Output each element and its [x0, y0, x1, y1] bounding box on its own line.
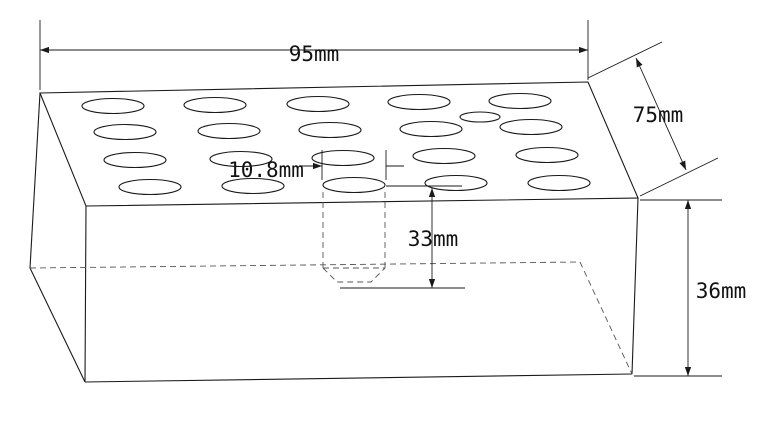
- hole: [118, 178, 182, 196]
- label-width: 95mm: [289, 42, 340, 66]
- left-vertical-edge: [29, 92, 41, 269]
- label-hole-depth: 33mm: [408, 227, 459, 251]
- extension-line: [587, 41, 663, 79]
- small-hole: [459, 111, 501, 123]
- dim-height: [634, 199, 722, 377]
- label-height: 36mm: [696, 279, 747, 303]
- hole: [387, 93, 451, 111]
- hole: [103, 151, 167, 169]
- dim-hole-depth: [340, 185, 465, 289]
- front-left-vertical-edge: [84, 205, 87, 383]
- label-hole-diameter: 10.8mm: [228, 158, 304, 182]
- dim-depth: [587, 41, 719, 197]
- rack-block: [29, 81, 639, 383]
- hole: [322, 176, 386, 194]
- left-bottom-edge: [29, 267, 86, 383]
- front-right-vertical-edge: [631, 197, 639, 375]
- hole: [399, 120, 463, 138]
- hole: [515, 146, 579, 164]
- hole: [209, 150, 273, 168]
- front-bottom-edge: [84, 373, 633, 383]
- hole: [286, 95, 350, 113]
- hole-section-hidden: [322, 192, 386, 283]
- hole: [93, 123, 157, 141]
- dim-hole-diameter: [300, 150, 404, 180]
- hole: [527, 174, 591, 192]
- hidden-back-bottom-edge: [29, 261, 581, 269]
- hole: [499, 118, 563, 136]
- hidden-right-bottom-edge: [579, 261, 633, 375]
- extension-line: [639, 157, 719, 197]
- hole-grid: [81, 92, 591, 196]
- dimension-line: [635, 57, 687, 171]
- hole: [311, 149, 375, 167]
- hole: [183, 96, 247, 114]
- hole: [412, 147, 476, 165]
- bore-bottom-hidden-line: [322, 267, 386, 283]
- hole: [298, 121, 362, 139]
- hole: [488, 92, 552, 110]
- hole: [197, 122, 261, 140]
- hole: [221, 177, 285, 195]
- label-depth: 75mm: [633, 103, 684, 127]
- dim-width: [39, 20, 589, 90]
- hole: [424, 174, 488, 192]
- hole: [81, 97, 145, 115]
